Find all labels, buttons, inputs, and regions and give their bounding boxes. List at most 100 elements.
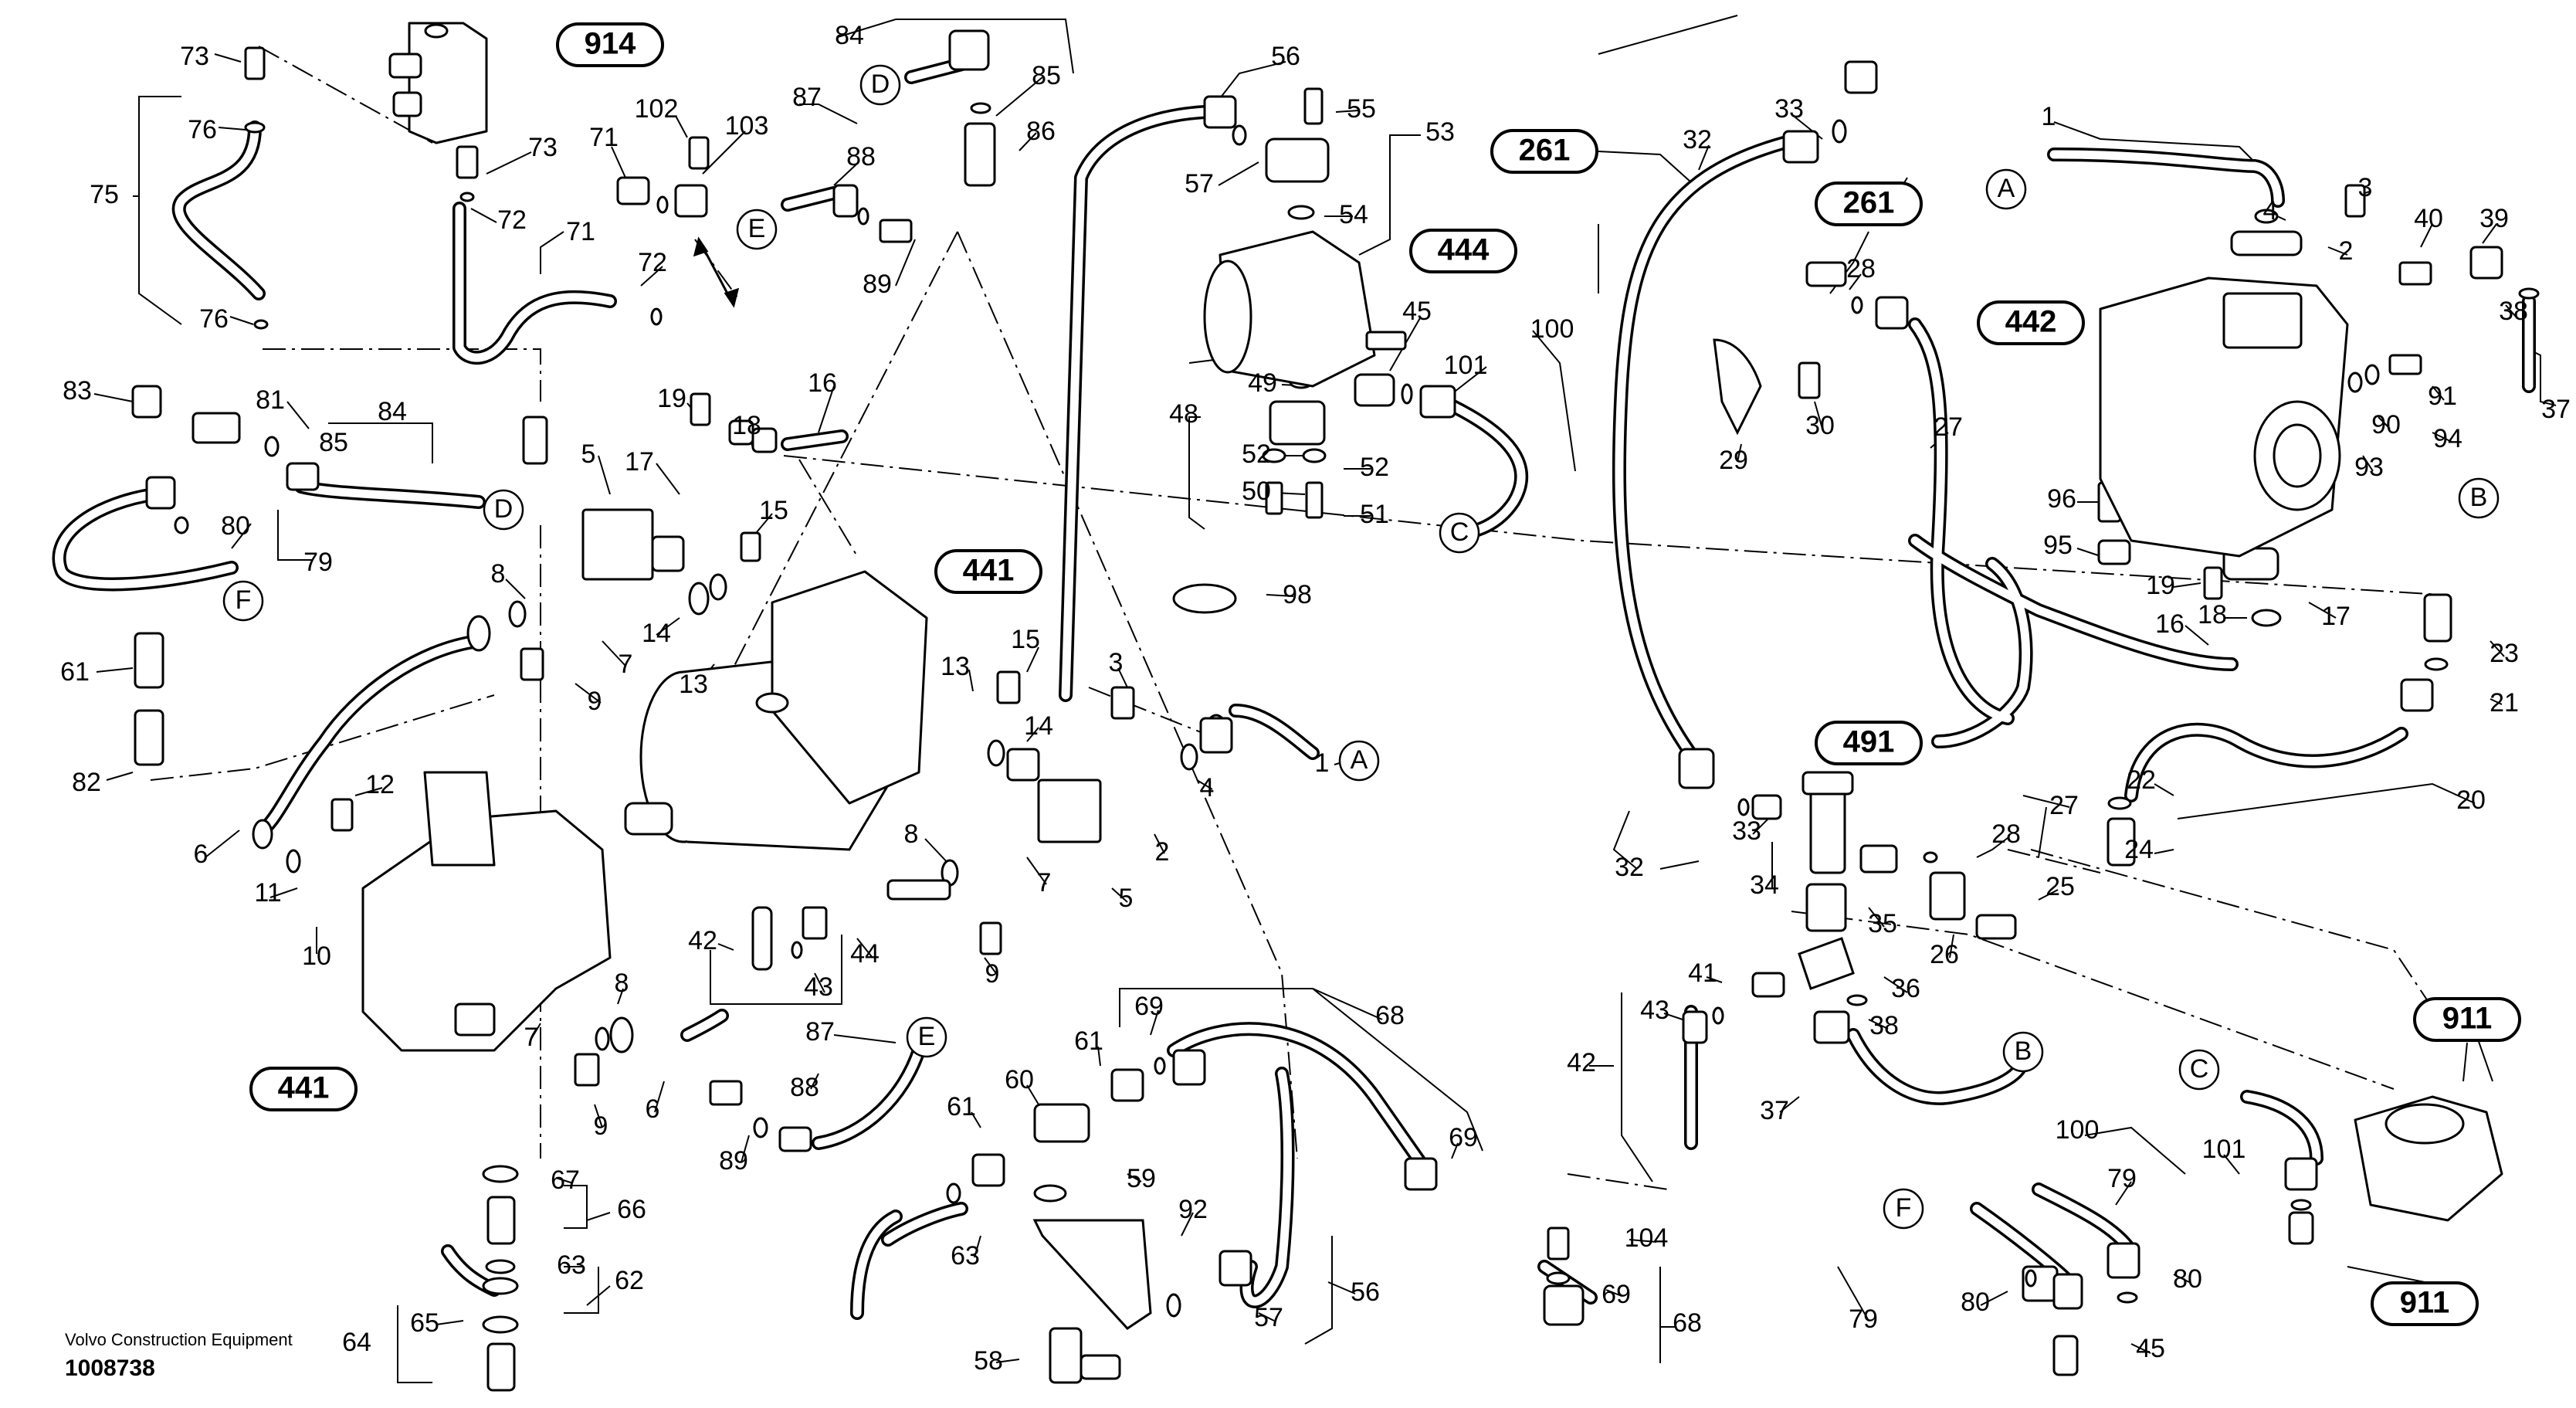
components [361,22,2503,1222]
part-label: 67 [551,1165,580,1195]
part-label: 43 [1640,996,1669,1025]
part-label: 28 [1846,254,1876,283]
part-label: 100 [2056,1115,2100,1145]
part-label: 72 [638,248,667,277]
part-label: 56 [1351,1277,1380,1307]
part-label: 103 [725,111,769,141]
part-label: 102 [635,94,679,124]
assembly-balloon-label: 441 [278,1071,330,1105]
part-label: 8 [491,559,506,589]
part-label: 15 [759,496,788,525]
part-label: 22 [2127,765,2156,795]
part-label: 90 [2371,410,2401,439]
part-label: 62 [615,1266,644,1295]
part-label: 98 [1283,580,1312,609]
assembly-balloon-label: 444 [1438,233,1490,267]
pump-444 [1203,230,1407,388]
part-label: 38 [2499,297,2528,326]
part-label: 43 [804,972,833,1002]
part-label: 29 [1719,446,1748,475]
part-label: 40 [2414,204,2443,233]
part-label: 38 [1869,1011,1899,1040]
part-label: 55 [1347,94,1376,124]
part-label: 80 [2173,1264,2202,1294]
part-label: 72 [497,205,527,235]
part-label: 1 [1315,748,1330,778]
part-label: 7 [524,1023,539,1052]
assembly-balloon-label: 491 [1843,725,1895,759]
part-label: 95 [2043,531,2073,560]
part-label: 87 [792,83,822,112]
valve-914 [388,22,488,144]
part-label: 12 [365,770,395,799]
assembly-balloon: 911 [2413,997,2521,1042]
part-label: 100 [1530,314,1574,344]
part-label: 27 [1934,412,1963,442]
part-label: 64 [342,1328,371,1357]
connector-marker: E [906,1016,947,1058]
assembly-balloon-label: 914 [585,27,636,61]
part-label: 7 [1037,868,1052,897]
part-label: 52 [1242,439,1271,469]
part-label: 69 [1602,1280,1631,1309]
part-label: 85 [1032,61,1061,90]
part-label: 104 [1625,1223,1669,1253]
connector-marker: B [2458,477,2500,519]
part-label: 37 [1760,1096,1789,1125]
assembly-balloon: 911 [2371,1281,2479,1326]
part-label: 84 [835,21,864,50]
part-label: 2 [1155,837,1170,867]
part-label: 6 [646,1094,660,1124]
part-label: 4 [1200,773,1215,802]
part-label: 25 [2046,872,2075,901]
arrows [693,236,740,308]
assembly-balloon: 441 [934,549,1042,594]
part-label: 45 [2136,1334,2165,1363]
connector-marker: E [736,209,778,250]
part-label: 39 [2479,204,2509,233]
part-label: 73 [528,133,558,162]
part-label: 19 [657,384,686,413]
part-label: 50 [1242,477,1271,506]
part-label: 3 [2358,173,2373,202]
part-label: 92 [1178,1195,1208,1224]
part-label: 24 [2124,835,2154,864]
connector-letter: A [1998,174,2015,203]
part-label: 13 [941,652,970,681]
assembly-balloon: 442 [1977,300,2085,345]
part-label: 9 [985,959,1000,989]
connector-marker: C [1439,512,1480,554]
connector-marker: D [483,489,524,531]
fittings [131,29,2540,1392]
connector-marker: C [2178,1049,2220,1091]
part-label: 69 [1449,1123,1478,1152]
part-label: 86 [1026,117,1056,146]
connector-marker: D [859,64,901,106]
connector-letter: D [871,70,890,99]
connector-letter: C [1450,517,1469,547]
part-label: 57 [1185,169,1214,198]
part-label: 96 [2047,484,2076,514]
part-label: 76 [188,115,217,144]
part-label: 14 [642,619,671,648]
connector-letter: F [1896,1193,1912,1223]
connector-marker: B [2002,1031,2044,1073]
part-label: 87 [805,1017,835,1047]
connector-marker: A [1338,740,1380,782]
part-label: 56 [1271,42,1300,71]
connector-letter: D [494,494,514,524]
part-label: 30 [1805,411,1835,440]
part-label: 61 [947,1092,976,1121]
part-label: 35 [1868,909,1897,938]
connector-letter: E [748,214,766,243]
part-label: 75 [90,180,119,209]
part-label: 60 [1005,1065,1034,1094]
part-label: 8 [904,819,919,849]
part-label: 101 [1444,351,1488,380]
part-label: 19 [2146,571,2175,600]
part-label: 11 [254,878,281,908]
part-label: 21 [2490,688,2519,718]
part-label: 84 [378,397,407,426]
part-label: 18 [2198,600,2227,629]
part-label: 18 [732,411,761,440]
